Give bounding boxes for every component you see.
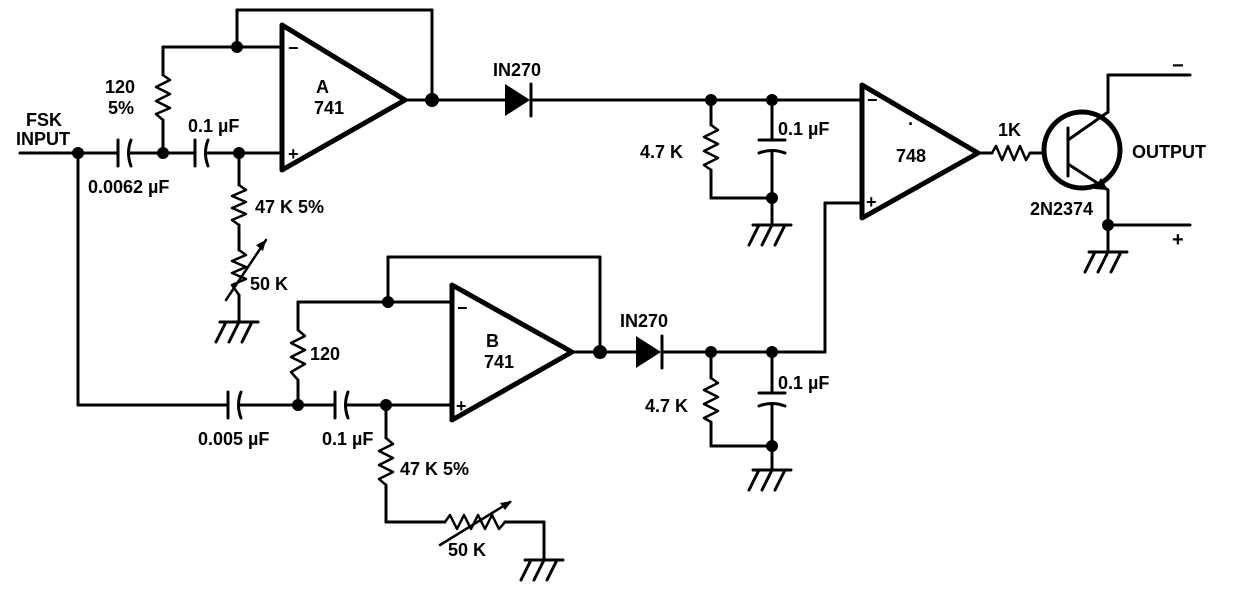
label-pot-50k-b: 50 K — [448, 540, 486, 560]
potentiometer-50k-b — [438, 500, 512, 547]
capacitor-0-1uf-c — [757, 138, 787, 155]
op-amp-a — [279, 22, 408, 173]
opamp-a-name: A — [316, 77, 329, 97]
resistor-1k — [990, 144, 1032, 162]
diode-in270-b — [636, 334, 664, 370]
diode-in270-a — [505, 82, 533, 118]
label-supply-minus: − — [1172, 55, 1184, 77]
label-r47k-a: 47 K 5% — [255, 197, 324, 217]
resistor-120-a — [154, 73, 172, 122]
opamp-b-name: B — [486, 331, 499, 351]
opamp-a-plus-sign: + — [288, 144, 299, 164]
label-output: OUTPUT — [1132, 142, 1206, 162]
label-c005: 0.005 µF — [198, 429, 269, 449]
label-diode-b: IN270 — [620, 311, 668, 331]
wires — [18, 8, 1192, 562]
label-transistor: 2N2374 — [1030, 199, 1093, 219]
resistor-47k-b — [377, 436, 395, 487]
ground-symbol-rc-b — [747, 468, 793, 492]
potentiometer-50k-a — [224, 238, 268, 302]
op-amp-b — [449, 282, 575, 423]
comparator-body — [859, 82, 981, 221]
opamp-a-type: 741 — [314, 98, 344, 118]
label-c01-a: 0.1 µF — [188, 116, 239, 136]
capacitor-0-1uf-b — [333, 390, 350, 420]
ground-symbol-pot-b — [519, 558, 565, 582]
op-amp-b-body — [449, 282, 575, 423]
opamp-b-type: 741 — [484, 352, 514, 372]
label-pot-50k-a: 50 K — [250, 274, 288, 294]
op-amp-a-body — [279, 22, 408, 173]
capacitor-0-0062uf — [116, 138, 133, 168]
opamp-b-minus-sign: − — [457, 298, 468, 318]
capacitor-0-1uf-a — [193, 138, 210, 168]
comparator-dot: · — [908, 114, 914, 134]
resistor-4-7k-a — [702, 123, 720, 172]
labels: FSK INPUT 120 5% 0.1 µF 0.0062 µF 47 K 5… — [16, 38, 1206, 560]
label-c0062: 0.0062 µF — [88, 177, 169, 197]
label-r47-b-rc: 4.7 K — [645, 396, 688, 416]
label-c01-c: 0.1 µF — [778, 119, 829, 139]
capacitor-0-005uf — [226, 390, 243, 420]
junction-dots — [72, 41, 1114, 452]
resistor-47k-a — [230, 183, 248, 227]
label-r47k-b: 47 K 5% — [400, 459, 469, 479]
capacitor-0-1uf-d — [757, 391, 787, 408]
label-r120-a: 120 — [105, 77, 135, 97]
label-r120-b: 120 — [310, 344, 340, 364]
comparator-type: 748 — [896, 146, 926, 166]
opamp-a-minus-sign: − — [288, 38, 299, 58]
opamp-b-plus-sign: + — [456, 396, 467, 416]
label-r1k: 1K — [998, 120, 1021, 140]
label-supply-plus: + — [1172, 229, 1184, 251]
label-r120-a-tolerance: 5% — [108, 98, 134, 118]
resistor-120-b — [289, 328, 307, 382]
comparator-748 — [859, 82, 981, 221]
label-c01-b: 0.1 µF — [322, 429, 373, 449]
ground-symbol-rc-a — [747, 223, 793, 247]
ground-symbol-pot-a — [214, 320, 260, 344]
comparator-plus-sign: + — [866, 192, 877, 212]
resistor-4-7k-b — [702, 376, 720, 424]
transistor-2n2374 — [1041, 109, 1123, 192]
label-c01-d: 0.1 µF — [778, 373, 829, 393]
label-input: INPUT — [16, 129, 70, 149]
comparator-minus-sign: − — [867, 90, 878, 110]
label-fsk: FSK — [26, 110, 62, 130]
label-diode-a: IN270 — [493, 60, 541, 80]
ground-symbol-transistor — [1083, 250, 1129, 274]
label-r47-a-rc: 4.7 K — [640, 142, 683, 162]
